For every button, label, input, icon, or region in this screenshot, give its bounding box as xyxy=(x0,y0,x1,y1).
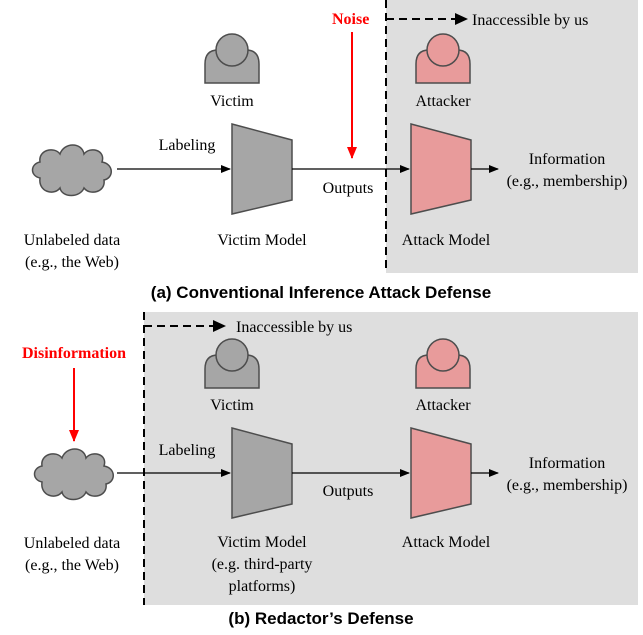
labeling-label: Labeling xyxy=(159,137,216,154)
inaccessible-label: Inaccessible by us xyxy=(236,319,352,336)
attack-model-label: Attack Model xyxy=(402,232,491,249)
outputs-label: Outputs xyxy=(323,483,374,500)
inaccessible-legend-arrowhead xyxy=(455,13,468,25)
disinformation-label: Disinformation xyxy=(22,345,126,362)
caption-a: (a) Conventional Inference Attack Defens… xyxy=(151,283,491,302)
unlabeled-data-example: (e.g., the Web) xyxy=(25,254,119,271)
victim-model-shape xyxy=(231,123,293,215)
victim-model-example-line-2: platforms) xyxy=(229,578,296,595)
victim-person-icon xyxy=(204,33,260,84)
attacker-label: Attacker xyxy=(415,397,471,414)
victim-label: Victim xyxy=(210,397,254,414)
panel-b: Inaccessible by us Disinformation Victim… xyxy=(22,312,638,628)
attacker-label: Attacker xyxy=(415,93,471,110)
labeling-label: Labeling xyxy=(159,442,216,459)
caption-b: (b) Redactor’s Defense xyxy=(228,609,413,628)
victim-model-example-line-1: (e.g. third-party xyxy=(212,556,313,573)
victim-model-label: Victim Model xyxy=(217,534,307,551)
attack-model-label: Attack Model xyxy=(402,534,491,551)
information-label: Information xyxy=(529,151,605,168)
information-example: (e.g., membership) xyxy=(507,477,628,494)
attack-model-shape xyxy=(410,427,472,519)
inaccessible-label: Inaccessible by us xyxy=(472,12,588,29)
unlabeled-data-example: (e.g., the Web) xyxy=(25,557,119,574)
victim-model-shape xyxy=(231,427,293,519)
outputs-label: Outputs xyxy=(323,180,374,197)
unlabeled-data-label: Unlabeled data xyxy=(24,232,120,249)
inaccessible-legend-arrowhead xyxy=(213,320,226,332)
information-label: Information xyxy=(529,455,605,472)
noise-label: Noise xyxy=(332,11,369,28)
victim-model-label: Victim Model xyxy=(217,232,307,249)
information-example: (e.g., membership) xyxy=(507,173,628,190)
victim-label: Victim xyxy=(210,93,254,110)
attacker-person-icon xyxy=(415,33,471,84)
cloud-icon xyxy=(33,448,115,501)
unlabeled-data-label: Unlabeled data xyxy=(24,535,120,552)
panel-a: Inaccessible by us Noise Victim Attacker… xyxy=(24,0,638,302)
attack-model-shape xyxy=(410,123,472,215)
cloud-icon xyxy=(31,144,113,197)
victim-person-icon xyxy=(204,338,260,389)
attacker-person-icon xyxy=(415,338,471,389)
